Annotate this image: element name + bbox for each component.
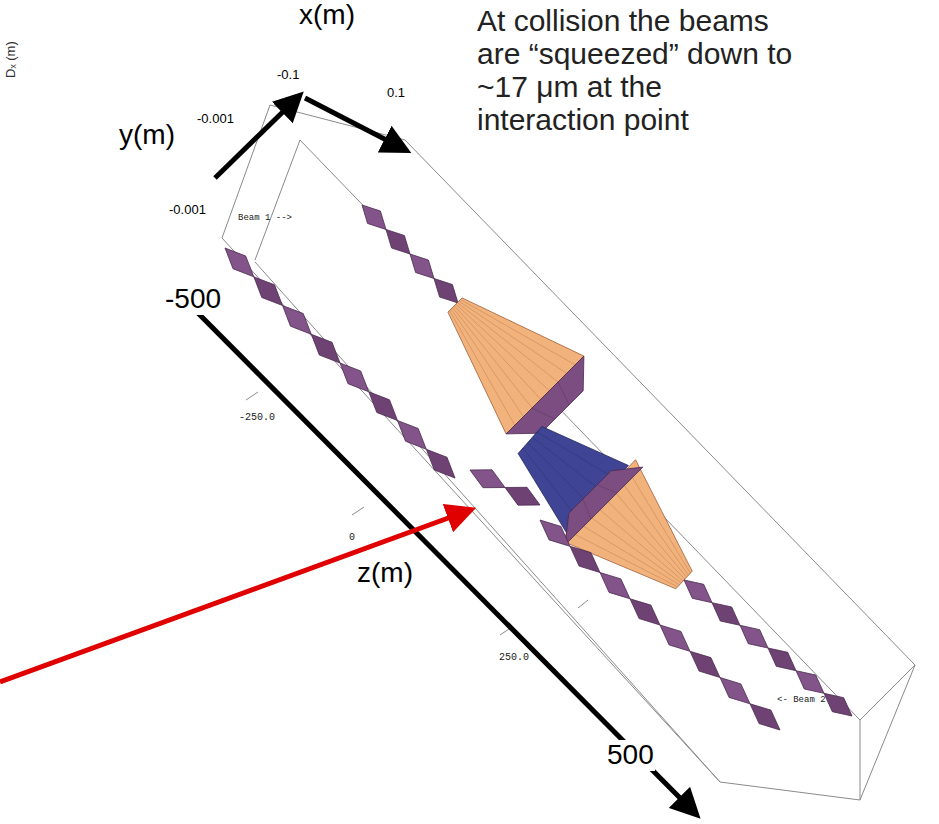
beam-diamond: [768, 648, 796, 671]
beam-diamond: [311, 334, 340, 363]
beam-cone: [565, 467, 643, 545]
cone-stripe: [602, 496, 685, 580]
beam-label: <- Beam 2: [776, 696, 827, 706]
beam-label: Beam 1 -->: [237, 214, 293, 224]
tick-value: -0.1: [276, 68, 300, 82]
axis-label: y(m): [118, 120, 176, 151]
tick-value: 250.0: [498, 652, 530, 663]
bounding-box: [222, 105, 915, 800]
tick-value: 0: [348, 532, 356, 543]
beam-diamond: [796, 671, 824, 694]
cone-stripe: [577, 522, 679, 585]
cone-stripe: [454, 306, 541, 400]
cone-stripe: [528, 443, 592, 507]
cone-stripe: [594, 505, 683, 582]
cone-stripe: [453, 307, 532, 408]
beam-diamond: [720, 678, 750, 704]
cone-stripe: [619, 478, 689, 575]
beam-diamond: [225, 248, 254, 277]
cone-stripe: [532, 408, 555, 419]
cone-stripe: [456, 304, 550, 391]
beam-diamond: [540, 520, 570, 546]
cone-stripe: [611, 487, 687, 577]
axis-arrows: [187, 98, 690, 808]
beam-diamond: [740, 625, 768, 648]
beam-diamond: [750, 704, 780, 730]
cone-stripe: [459, 301, 567, 373]
beam-diamond: [684, 580, 712, 603]
cone-stripe: [569, 531, 678, 587]
beam-cone: [561, 460, 693, 589]
beam-diamond: [254, 277, 283, 306]
tick-value: 0.1: [386, 86, 406, 100]
pointer-arrow: [0, 513, 462, 682]
beam-diamond: [283, 306, 312, 335]
tick-value: -0.001: [168, 203, 207, 217]
callout-note: At collision the beams are “squeezed” do…: [476, 4, 803, 136]
beam-diamond: [340, 363, 369, 392]
cone-stripe: [583, 499, 591, 519]
beam-diamond: [470, 470, 505, 488]
axis-label: 500: [606, 740, 655, 771]
beam-cone: [448, 298, 584, 434]
beam-diamond: [660, 625, 690, 651]
beam-diamond: [712, 603, 740, 626]
cone-stripe: [627, 469, 690, 574]
beam-diamond: [630, 599, 660, 625]
beam-diamond: [434, 279, 458, 304]
beam-diamond: [600, 573, 630, 599]
beam-diamond: [570, 546, 600, 572]
cone-stripe: [537, 432, 616, 479]
cone-stripe: [451, 309, 523, 417]
tick-value: -250.0: [238, 412, 276, 423]
x-axis-arrow: [305, 98, 398, 146]
beam-diamond: [410, 254, 434, 279]
axis-label: z(m): [356, 558, 414, 589]
beam-diamond: [690, 651, 720, 677]
axis-title: Dₓ (m): [4, 40, 18, 79]
cone-stripe: [450, 311, 515, 426]
cone-stripe: [457, 303, 558, 382]
cone-stripe: [461, 300, 576, 365]
cone-stripe: [523, 448, 580, 521]
beam-envelopes: [225, 205, 852, 730]
z-axis-arrow: [187, 302, 690, 808]
beam-diamond: [386, 230, 410, 255]
beam-diamond: [362, 205, 386, 230]
cone-stripe: [532, 437, 604, 493]
axis-label: -500: [164, 284, 222, 315]
beam-diamond: [426, 449, 455, 478]
beam-cone: [506, 356, 584, 434]
beam-diamond: [369, 392, 398, 421]
cone-stripe: [597, 485, 617, 493]
beam-diamond: [398, 421, 427, 450]
axis-label: x(m): [298, 0, 356, 31]
beam-diamond: [505, 487, 540, 505]
beam-diamond: [824, 693, 852, 716]
tick-value: -0.001: [196, 112, 235, 126]
cone-stripe: [558, 382, 569, 405]
